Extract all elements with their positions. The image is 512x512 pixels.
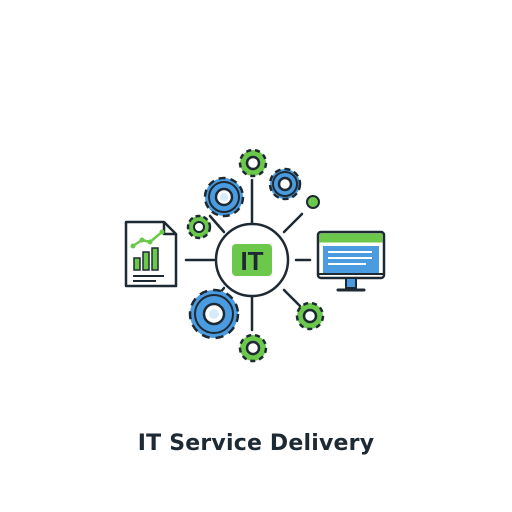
green-gear-icon: [186, 214, 212, 240]
monitor-icon: [316, 230, 386, 292]
blue-gear-icon: [188, 288, 240, 340]
green-gear-icon: [238, 148, 268, 178]
green-gear-icon: [295, 301, 325, 331]
connector-node-icon: [306, 195, 320, 209]
report-document-icon: [124, 220, 178, 288]
blue-gear-icon: [268, 167, 302, 201]
green-gear-icon: [238, 333, 268, 363]
diagram-caption: IT Service Delivery: [137, 431, 375, 456]
it-hub: IT: [214, 222, 290, 298]
blue-gear-icon: [203, 176, 245, 218]
it-hub-label: IT: [240, 246, 263, 276]
